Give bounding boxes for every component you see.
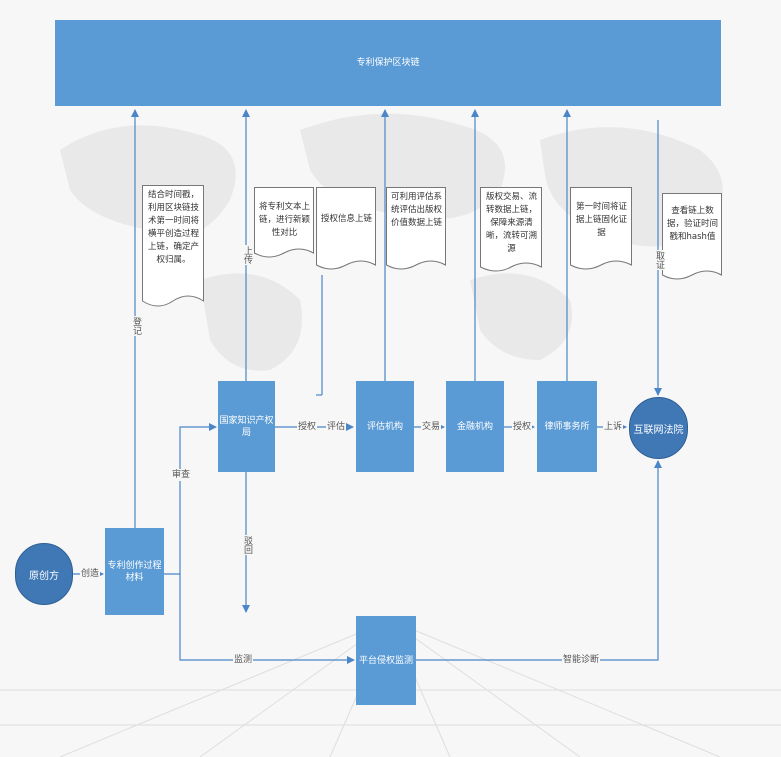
note-auth-info-text: 授权信息上链 — [320, 214, 372, 224]
node-court: 互联网法院 — [629, 397, 688, 459]
node-creator-label: 原创方 — [29, 570, 59, 582]
node-finance: 金融机构 — [446, 381, 504, 472]
node-law-firm: 律师事务所 — [537, 381, 597, 472]
edge-label-authorize: 授权 — [297, 421, 318, 433]
note-patent-text-content: 将专利文本上链，进行新颖性对比 — [258, 202, 310, 238]
node-material: 专利创作过程材料 — [105, 528, 164, 615]
edge-label-diagnose: 智能诊断 — [562, 654, 601, 666]
note-evidence: 第一时间将证据上链固化证据 — [570, 187, 632, 275]
edge-label-upload: 上传 — [241, 245, 252, 265]
node-evaluator-label: 评估机构 — [366, 421, 403, 432]
node-creator: 原创方 — [15, 543, 73, 605]
node-cnipa: 国家知识产权局 — [218, 381, 275, 472]
note-trade-data: 版权交易、流转数据上链，保障来源清晰，流转可溯源 — [480, 187, 542, 277]
node-material-label: 专利创作过程材料 — [107, 560, 162, 583]
note-timestamp: 结合时间戳，利用区块链技术第一时间将横平创造过程上链，确定产权归属。 — [142, 185, 204, 313]
note-auth-info: 授权信息上链 — [316, 187, 376, 275]
note-valuation: 可利用评估系统评估出版权价值数据上链 — [386, 187, 446, 275]
node-monitor: 平台侵权监测 — [356, 616, 416, 705]
note-trade-data-text: 版权交易、流转数据上链，保障来源清晰，流转可溯源 — [485, 192, 537, 254]
note-evidence-text: 第一时间将证据上链固化证据 — [575, 202, 627, 238]
node-cnipa-label: 国家知识产权局 — [219, 415, 274, 438]
note-verify-text: 查看链上数据，验证时间戳和hash值 — [666, 206, 718, 242]
node-court-label: 互联网法院 — [633, 424, 684, 436]
edge-label-reject: 驳回 — [241, 535, 252, 555]
node-finance-label: 金融机构 — [456, 421, 493, 432]
edge-label-sue: 上诉 — [603, 421, 624, 433]
edge-label-empower: 授权 — [512, 421, 533, 433]
note-timestamp-text: 结合时间戳，利用区块链技术第一时间将横平创造过程上链，确定产权归属。 — [147, 190, 199, 265]
edge-label-monitor: 监测 — [233, 654, 254, 666]
edge-label-register: 登记 — [130, 316, 141, 336]
edge-label-trade: 交易 — [421, 421, 442, 433]
node-monitor-label: 平台侵权监测 — [358, 655, 413, 666]
edge-label-create: 创造 — [80, 568, 101, 580]
edge-label-review: 审查 — [171, 469, 192, 481]
note-valuation-text: 可利用评估系统评估出版权价值数据上链 — [390, 192, 442, 228]
edge-label-evidence: 取证 — [653, 250, 664, 270]
edge-label-evaluate: 评估 — [326, 421, 347, 433]
node-law-firm-label: 律师事务所 — [544, 421, 590, 432]
note-patent-text: 将专利文本上链，进行新颖性对比 — [254, 187, 314, 263]
note-verify: 查看链上数据，验证时间戳和hash值 — [662, 193, 722, 285]
node-evaluator: 评估机构 — [356, 381, 414, 472]
blockchain-label: 专利保护区块链 — [356, 58, 420, 68]
blockchain-bar: 专利保护区块链 — [55, 20, 721, 106]
